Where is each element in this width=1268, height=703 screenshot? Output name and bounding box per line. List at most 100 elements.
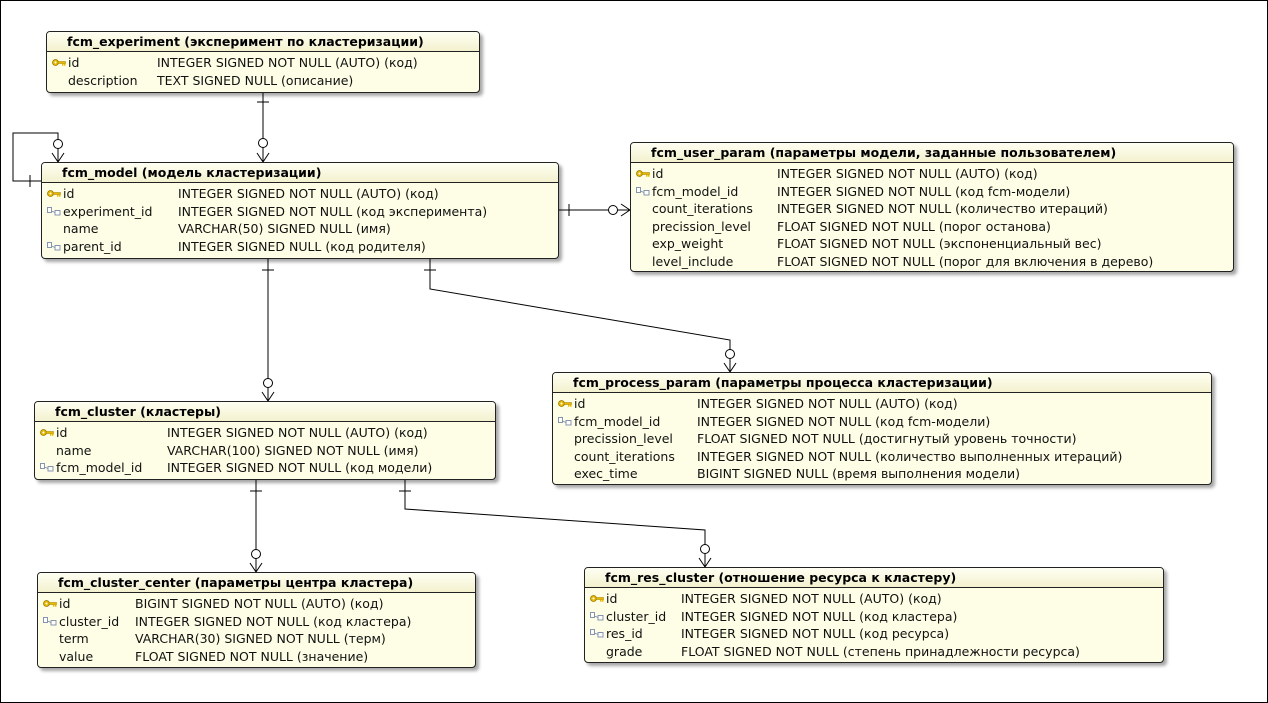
entity-title: fcm_cluster (кластеры) (35, 402, 495, 422)
field-row-cluster-id[interactable]: cluster_id INTEGER SIGNED NOT NULL (код … (38, 613, 475, 631)
field-type: INTEGER SIGNED NOT NULL (AUTO) (код) (697, 396, 958, 411)
field-type: INTEGER SIGNED NOT NULL (количество итер… (777, 201, 1108, 217)
field-row-level-include[interactable]: level_include FLOAT SIGNED NOT NULL (пор… (631, 253, 1233, 271)
field-row-name[interactable]: name VARCHAR(100) SIGNED NOT NULL (имя) (35, 442, 495, 460)
field-row-precission-level[interactable]: precission_level FLOAT SIGNED NOT NULL (… (553, 430, 1211, 448)
field-row-fcm-model-id[interactable]: fcm_model_id INTEGER SIGNED NOT NULL (ко… (553, 413, 1211, 431)
field-row-res-id[interactable]: res_id INTEGER SIGNED NOT NULL (код ресу… (585, 625, 1163, 643)
field-type: INTEGER SIGNED NOT NULL (код кластера) (135, 613, 412, 629)
field-row-id[interactable]: id BIGINT SIGNED NOT NULL (AUTO) (код) (38, 595, 475, 613)
field-row-description[interactable]: description TEXT SIGNED NULL (описание) (47, 72, 479, 90)
foreign-key-icon (590, 625, 604, 642)
primary-key-icon (43, 595, 57, 612)
primary-key-icon (52, 54, 66, 71)
field-row-parent-id[interactable]: parent_id INTEGER SIGNED NULL (код родит… (42, 238, 558, 256)
field-name: id (59, 596, 71, 611)
entity-fcm-model[interactable]: fcm_model (модель кластеризации) id INTE… (41, 162, 559, 259)
field-type: INTEGER SIGNED NOT NULL (код модели) (167, 460, 433, 476)
relation-cluster-center (249, 479, 263, 573)
field-list: id INTEGER SIGNED NOT NULL (AUTO) (код) … (585, 588, 1163, 660)
field-row-id[interactable]: id INTEGER SIGNED NOT NULL (AUTO) (код) (42, 185, 558, 203)
field-name: level_include (652, 253, 734, 269)
entity-title: fcm_experiment (эксперимент по кластериз… (47, 32, 479, 52)
primary-key-icon (590, 590, 604, 607)
field-name: term (59, 631, 89, 647)
field-type: FLOAT SIGNED NOT NULL (порог останова) (777, 218, 1051, 234)
field-row-id[interactable]: id INTEGER SIGNED NOT NULL (AUTO) (код) (631, 165, 1233, 183)
field-name: cluster_id (606, 608, 667, 624)
entity-fcm-user-param[interactable]: fcm_user_param (параметры модели, заданн… (630, 142, 1234, 272)
field-name: exp_weight (652, 236, 724, 252)
field-name: id (68, 55, 80, 70)
entity-fcm-cluster[interactable]: fcm_cluster (кластеры) id INTEGER SIGNED… (34, 401, 496, 480)
relation-model-process-param (424, 258, 737, 373)
foreign-key-icon (43, 613, 57, 630)
field-type: VARCHAR(100) SIGNED NOT NULL (имя) (167, 442, 419, 458)
field-row-fcm-model-id[interactable]: fcm_model_id INTEGER SIGNED NOT NULL (ко… (35, 459, 495, 477)
field-name: name (56, 442, 92, 458)
field-type: BIGINT SIGNED NULL (время выполнения мод… (697, 466, 1021, 482)
field-type: FLOAT SIGNED NOT NULL (порог для включен… (777, 253, 1154, 269)
field-row-exec-time[interactable]: exec_time BIGINT SIGNED NULL (время выпо… (553, 465, 1211, 483)
foreign-key-icon (636, 183, 650, 200)
field-row-value[interactable]: value FLOAT SIGNED NOT NULL (значение) (38, 648, 475, 666)
field-row-experiment-id[interactable]: experiment_id INTEGER SIGNED NOT NULL (к… (42, 203, 558, 221)
field-list: id INTEGER SIGNED NOT NULL (AUTO) (код) … (631, 163, 1233, 271)
field-type: FLOAT SIGNED NOT NULL (степень принадлеж… (681, 643, 1080, 659)
field-list: id INTEGER SIGNED NOT NULL (AUTO) (код) … (47, 52, 479, 89)
field-type: INTEGER SIGNED NOT NULL (код кластера) (681, 608, 958, 624)
field-name: value (59, 648, 94, 664)
field-name: parent_id (63, 238, 122, 254)
field-row-count-iterations[interactable]: count_iterations INTEGER SIGNED NOT NULL… (631, 200, 1233, 218)
field-type: BIGINT SIGNED NOT NULL (AUTO) (код) (135, 596, 384, 611)
field-list: id INTEGER SIGNED NOT NULL (AUTO) (код) … (553, 393, 1211, 483)
primary-key-icon (636, 165, 650, 182)
entity-title: fcm_res_cluster (отношение ресурса к кла… (585, 568, 1163, 588)
primary-key-icon (558, 395, 572, 412)
field-row-fcm-model-id[interactable]: fcm_model_id INTEGER SIGNED NOT NULL (ко… (631, 183, 1233, 201)
field-name: description (68, 72, 138, 88)
field-row-count-iterations[interactable]: count_iterations INTEGER SIGNED NOT NULL… (553, 448, 1211, 466)
field-type: INTEGER SIGNED NOT NULL (код fcm-модели) (697, 413, 991, 429)
field-row-grade[interactable]: grade FLOAT SIGNED NOT NULL (степень при… (585, 643, 1163, 661)
field-type: VARCHAR(30) SIGNED NOT NULL (терм) (135, 631, 386, 647)
relation-cluster-res-cluster (399, 479, 712, 568)
field-name: grade (606, 643, 643, 659)
field-type: INTEGER SIGNED NOT NULL (AUTO) (код) (178, 186, 439, 201)
field-row-id[interactable]: id INTEGER SIGNED NOT NULL (AUTO) (код) (585, 590, 1163, 608)
field-name: id (63, 186, 75, 201)
field-type: VARCHAR(50) SIGNED NULL (имя) (178, 221, 391, 237)
field-name: precission_level (574, 431, 673, 447)
field-row-id[interactable]: id INTEGER SIGNED NOT NULL (AUTO) (код) (47, 54, 479, 72)
field-type: INTEGER SIGNED NOT NULL (AUTO) (код) (777, 166, 1038, 181)
primary-key-icon (40, 424, 54, 441)
field-name: experiment_id (63, 203, 153, 219)
field-row-id[interactable]: id INTEGER SIGNED NOT NULL (AUTO) (код) (35, 424, 495, 442)
field-type: INTEGER SIGNED NOT NULL (AUTO) (код) (157, 55, 418, 70)
field-name: id (56, 425, 68, 440)
entity-fcm-res-cluster[interactable]: fcm_res_cluster (отношение ресурса к кла… (584, 567, 1164, 663)
field-row-exp-weight[interactable]: exp_weight FLOAT SIGNED NOT NULL (экспон… (631, 235, 1233, 253)
foreign-key-icon (590, 608, 604, 625)
foreign-key-icon (47, 203, 61, 220)
field-row-id[interactable]: id INTEGER SIGNED NOT NULL (AUTO) (код) (553, 395, 1211, 413)
field-name: id (652, 166, 664, 181)
field-type: TEXT SIGNED NULL (описание) (157, 72, 354, 88)
field-type: FLOAT SIGNED NOT NULL (достигнутый урове… (697, 431, 1077, 447)
field-row-cluster-id[interactable]: cluster_id INTEGER SIGNED NOT NULL (код … (585, 608, 1163, 626)
field-type: INTEGER SIGNED NOT NULL (AUTO) (код) (167, 425, 428, 440)
field-list: id INTEGER SIGNED NOT NULL (AUTO) (код) … (42, 183, 558, 255)
entity-fcm-cluster-center[interactable]: fcm_cluster_center (параметры центра кла… (37, 572, 476, 668)
field-name: cluster_id (59, 613, 120, 629)
field-row-term[interactable]: term VARCHAR(30) SIGNED NOT NULL (терм) (38, 630, 475, 648)
primary-key-icon (47, 185, 61, 202)
field-type: INTEGER SIGNED NULL (код родителя) (178, 238, 426, 254)
entity-title: fcm_process_param (параметры процесса кл… (553, 373, 1211, 393)
entity-title: fcm_user_param (параметры модели, заданн… (631, 143, 1233, 163)
field-row-precission-level[interactable]: precission_level FLOAT SIGNED NOT NULL (… (631, 218, 1233, 236)
entity-fcm-experiment[interactable]: fcm_experiment (эксперимент по кластериз… (46, 31, 480, 93)
field-row-name[interactable]: name VARCHAR(50) SIGNED NULL (имя) (42, 220, 558, 238)
relation-experiment-model (256, 92, 270, 163)
entity-fcm-process-param[interactable]: fcm_process_param (параметры процесса кл… (552, 372, 1212, 485)
